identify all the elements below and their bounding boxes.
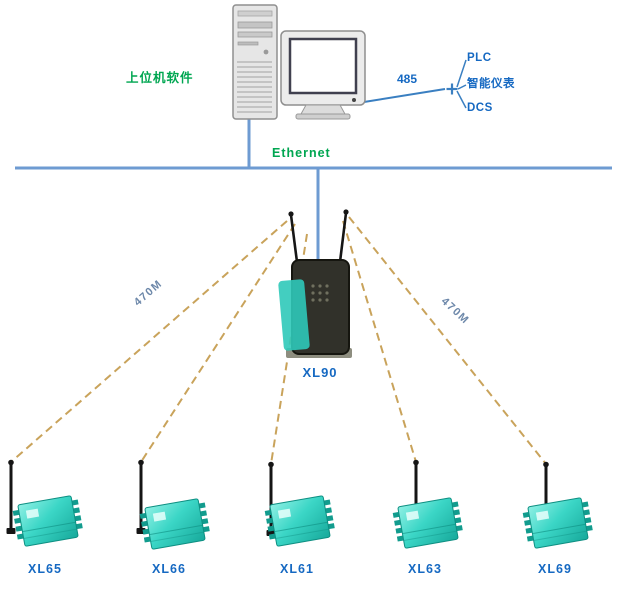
rs485-label: 485 <box>397 72 418 86</box>
endpoint-label-3: XL61 <box>280 562 314 576</box>
gateway-speaker-dots <box>311 284 329 302</box>
endpoint-label-2: XL66 <box>152 562 186 576</box>
ethernet-bus-line <box>15 119 612 262</box>
server-label: 上位机软件 <box>126 71 194 85</box>
rs485-device-1: PLC <box>467 52 492 64</box>
endpoint-module-icon <box>263 494 337 548</box>
endpoint-module-icon <box>11 494 85 548</box>
endpoint-modules <box>11 494 595 551</box>
monitor-icon <box>280 30 366 120</box>
wireless-link-lines <box>10 216 547 465</box>
endpoint-label-1: XL65 <box>28 562 62 576</box>
rs485-device-2: 智能仪表 <box>467 78 515 90</box>
endpoint-module-icon <box>521 496 595 550</box>
antenna-icon <box>6 459 16 534</box>
endpoint-label-4: XL63 <box>408 562 442 576</box>
gateway-device <box>278 209 352 358</box>
endpoint-label-5: XL69 <box>538 562 572 576</box>
gateway-label: XL90 <box>302 365 338 380</box>
rs485-device-3: DCS <box>467 102 493 114</box>
ethernet-label: Ethernet <box>272 146 331 160</box>
desktop-tower-icon <box>232 4 278 120</box>
rs485-link-line <box>363 59 467 109</box>
endpoint-module-icon <box>391 496 465 550</box>
endpoint-module-icon <box>138 497 212 551</box>
